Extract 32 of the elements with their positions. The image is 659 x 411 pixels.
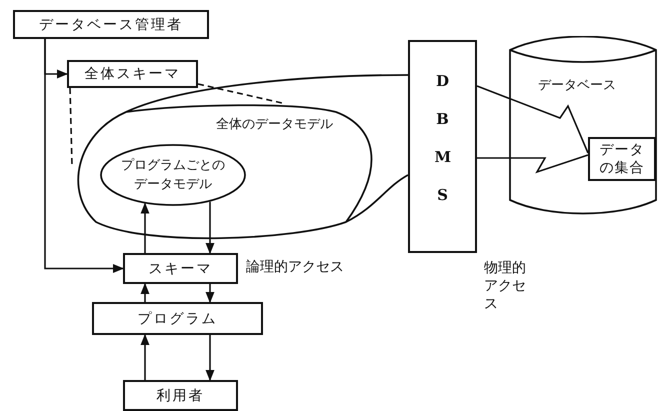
arrow (140, 202, 150, 253)
program-box (92, 302, 263, 335)
annotation-text: 論理的アクセス (246, 258, 344, 276)
dashed-line (69, 88, 73, 166)
role-box (13, 10, 209, 39)
box-label: DBMS (434, 71, 450, 206)
model-ellipse (100, 144, 246, 206)
schema-box (67, 60, 198, 88)
box-label: プログラム (138, 310, 218, 328)
data-set-box (588, 137, 656, 181)
box-label: 利用者 (156, 386, 204, 404)
box-label: データベース管理者 (39, 16, 183, 34)
schema-box (123, 253, 238, 284)
arrow (206, 202, 214, 254)
node-label: 全体のデータモデル (216, 116, 333, 133)
node-label: データベース (538, 77, 616, 94)
box-label: スキーマ (148, 260, 212, 278)
node-label: プログラムごとのデータモデル (120, 157, 226, 194)
arrow (140, 334, 150, 380)
zigzag-line (477, 154, 588, 174)
arrow (44, 39, 124, 273)
arrow (206, 335, 214, 382)
user-box (123, 380, 238, 411)
dashed-line (198, 83, 282, 104)
zigzag-line (476, 85, 589, 154)
box-label: データの集合 (599, 141, 645, 177)
arrow (140, 282, 150, 302)
box-label: 全体スキーマ (84, 65, 180, 83)
database-cylinder (508, 36, 658, 216)
dbms-box (408, 40, 477, 253)
arrow (206, 284, 214, 304)
annotation-text: 物理的アクセス (484, 259, 527, 313)
